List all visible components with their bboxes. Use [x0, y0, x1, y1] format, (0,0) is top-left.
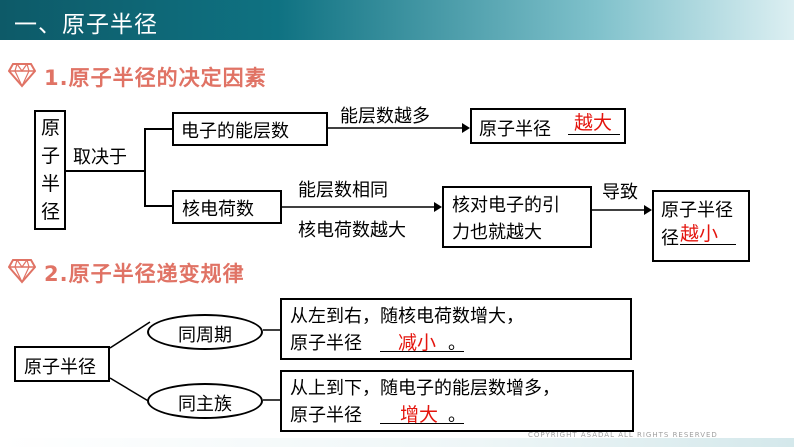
period-label: 同周期 — [178, 325, 232, 346]
period-line2: 原子半径 。 — [290, 330, 630, 357]
section1-title: 1.原子半径的决定因素 — [44, 66, 267, 90]
same-group-oval: 同主族 — [147, 383, 263, 419]
attraction-line1: 核对电子的引 — [452, 195, 560, 216]
atomic-radius-vertical-box: 原子半径 — [34, 110, 66, 230]
connector-line — [66, 170, 144, 172]
group-label: 同主族 — [178, 394, 232, 415]
result1-box: 原子半径 — [470, 108, 626, 144]
shell-count-box: 电子的能层数 — [172, 112, 328, 146]
attraction-box: 核对电子的引 力也就越大 — [442, 186, 592, 248]
attraction-line2: 力也就越大 — [452, 222, 542, 243]
root-label: 原子半径 — [41, 117, 61, 223]
arrow-right — [592, 205, 652, 215]
shell-count-label: 电子的能层数 — [181, 121, 289, 142]
period-suffix: 。 — [448, 333, 466, 354]
nuclear-charge-label: 核电荷数 — [182, 199, 254, 220]
branch-top-line — [144, 128, 172, 130]
branch-bottom-line — [144, 205, 172, 207]
leads-to-label: 导致 — [602, 182, 638, 203]
period-blank — [380, 351, 464, 352]
atomic-radius-box: 原子半径 — [14, 346, 110, 382]
arrow-right — [328, 123, 470, 133]
arrow-right — [282, 202, 442, 212]
page-title: 一、原子半径 — [14, 12, 158, 38]
result2-line1: 原子半径 — [661, 200, 733, 221]
header-bar — [0, 0, 794, 40]
depends-on-label: 取决于 — [73, 147, 127, 168]
section2-title: 2.原子半径递变规律 — [44, 262, 245, 286]
nuclear-charge-box: 核电荷数 — [172, 190, 282, 224]
group-line2: 原子半径 。 — [290, 402, 632, 429]
group-line2-prefix: 原子半径 — [290, 405, 362, 426]
group-suffix: 。 — [448, 405, 466, 426]
same-period-oval: 同周期 — [147, 314, 263, 350]
charge-condition-2: 核电荷数越大 — [298, 220, 406, 241]
group-answer: 增大 — [400, 404, 439, 426]
period-answer: 减小 — [398, 332, 437, 354]
result1-answer: 越大 — [574, 112, 613, 134]
shells-condition: 能层数越多 — [340, 106, 430, 127]
group-line1: 从上到下，随电子的能层数增多， — [290, 378, 560, 399]
result2-blank — [680, 244, 736, 245]
copyright-text: COPYRIGHT ASADAL ALL RIGHTS RESERVED — [528, 431, 718, 439]
period-line2-prefix: 原子半径 — [290, 333, 362, 354]
branch-line — [144, 128, 146, 206]
trend-connectors — [109, 321, 280, 403]
group-blank — [380, 423, 464, 424]
diamond-icon — [8, 259, 36, 284]
result2-answer: 越小 — [680, 223, 719, 245]
group-trend-box: 从上到下，随电子的能层数增多， 原子半径 。 — [280, 370, 634, 432]
period-line1: 从左到右，随核电荷数增大， — [290, 306, 524, 327]
diamond-icon — [8, 63, 36, 88]
root-label-2: 原子半径 — [24, 357, 96, 378]
charge-condition-1: 能层数相同 — [298, 180, 388, 201]
result2-prefix: 径 — [661, 228, 679, 249]
footer-stripe — [0, 438, 794, 447]
period-trend-box: 从左到右，随核电荷数增大， 原子半径 。 — [280, 298, 632, 360]
result2-box: 原子半径 径 — [652, 190, 750, 262]
result1-prefix: 原子半径 — [479, 119, 551, 140]
result1-blank — [568, 134, 620, 135]
